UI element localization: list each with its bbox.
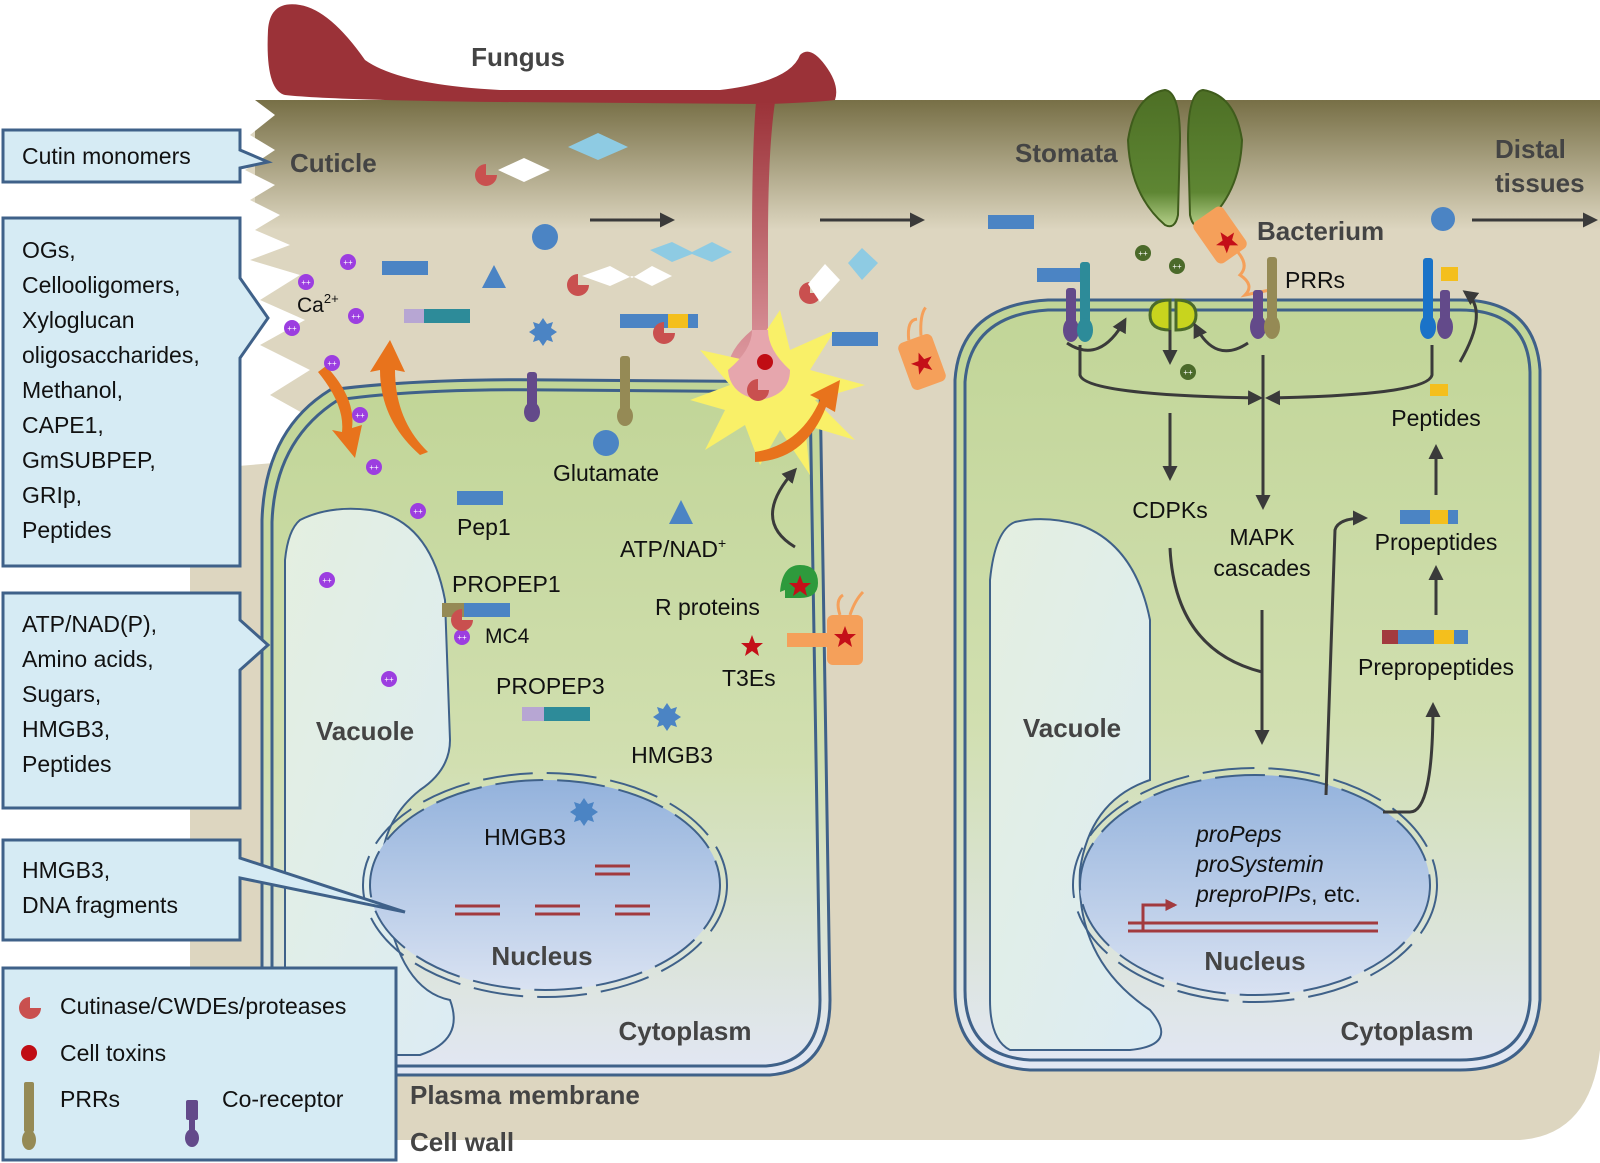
callout-line: DNA fragments <box>22 892 178 918</box>
callout-line: HMGB3, <box>22 857 110 883</box>
callout-line: OGs, <box>22 237 76 263</box>
r-proteins-label: R proteins <box>655 594 760 620</box>
bacterium-label: Bacterium <box>1257 216 1384 246</box>
right-nucleus <box>1080 775 1430 995</box>
callout-nuclear-damps: HMGB3, DNA fragments <box>1 838 406 942</box>
propeptides-label: Propeptides <box>1375 529 1498 555</box>
legend: Cutinase/CWDEs/proteases Cell toxins PRR… <box>1 966 398 1162</box>
prrs-label: PRRs <box>1285 267 1345 293</box>
right-cytoplasm-label: Cytoplasm <box>1341 1016 1474 1046</box>
cell-toxin <box>757 354 773 370</box>
callout-line: CAPE1, <box>22 412 104 438</box>
callout-line: HMGB3, <box>22 716 110 742</box>
prr-icon <box>22 1082 36 1150</box>
atp-nad-label: ATP/NAD+ <box>620 535 726 562</box>
dna-fragments <box>455 864 650 916</box>
calcium-label: Ca2+ <box>297 291 339 317</box>
co-receptor <box>527 372 537 412</box>
propep1-label: PROPEP1 <box>452 571 561 597</box>
callout-line: Amino acids, <box>22 646 154 672</box>
calcium-influx-arrows <box>318 340 428 458</box>
callout-cutin-line: Cutin monomers <box>22 143 191 169</box>
cuticle-label: Cuticle <box>290 148 377 178</box>
legend-cutinase-label: Cutinase/CWDEs/proteases <box>60 993 346 1019</box>
pep1-label: Pep1 <box>457 514 511 540</box>
membrane-rupture <box>690 310 865 475</box>
glutamate-label: Glutamate <box>553 460 659 486</box>
callout-line: Methanol, <box>22 377 123 403</box>
signaling-arrows <box>1066 290 1480 814</box>
hmgb3-cytoplasm-label: HMGB3 <box>631 742 713 768</box>
cdpks-label: CDPKs <box>1132 497 1207 523</box>
left-nucleus-label: Nucleus <box>491 941 592 971</box>
legend-co-receptor-label: Co-receptor <box>222 1086 344 1112</box>
callout-line: oligosaccharides, <box>22 342 200 368</box>
right-vacuole <box>989 518 1163 1051</box>
callout-line: GRIp, <box>22 482 82 508</box>
left-receptors <box>524 356 633 426</box>
mc4-label: MC4 <box>485 625 530 648</box>
callout-cell-wall-damps: OGs, Cellooligomers, Xyloglucan oligosac… <box>1 216 270 568</box>
cell-wall-label: Cell wall <box>410 1127 514 1157</box>
prepropeptides-label: Prepropeptides <box>1358 654 1514 680</box>
gene-prepropips: preproPIPs, etc. <box>1195 881 1361 907</box>
callout-line: Peptides <box>22 751 112 777</box>
bacteria: Bacterium <box>787 206 1384 665</box>
prr-receptor <box>620 356 630 412</box>
right-cell-contents: CDPKs MAPK cascades Peptides Propeptides… <box>1132 384 1514 680</box>
fungus: Fungus <box>267 4 837 400</box>
plasma-membrane-label: Plasma membrane <box>410 1080 640 1110</box>
gene-propeps: proPeps <box>1195 821 1282 847</box>
left-vacuole-label: Vacuole <box>316 716 414 746</box>
distal-tissues-label-2: tissues <box>1495 168 1585 198</box>
callout-line: Cellooligomers, <box>22 272 181 298</box>
callout-cytoplasmic-damps: ATP/NAD(P), Amino acids, Sugars, HMGB3, … <box>1 591 271 810</box>
damp-molecules <box>382 133 1455 346</box>
right-vacuole-label: Vacuole <box>1023 713 1121 743</box>
left-nucleus <box>370 780 720 990</box>
left-cell-contents: Glutamate Pep1 ATP/NAD+ PROPEP1 MC4 PROP… <box>442 430 818 850</box>
callout-line: GmSUBPEP, <box>22 447 156 473</box>
callout-line: Sugars, <box>22 681 101 707</box>
mapk-label-2: cascades <box>1213 555 1310 581</box>
right-cell: Vacuole Nucleus Cytoplasm proPeps proSys… <box>953 298 1542 1072</box>
fungus-label: Fungus <box>471 42 565 72</box>
callout-line: ATP/NAD(P), <box>22 611 157 637</box>
callout-line: Peptides <box>22 517 112 543</box>
stomata-label: Stomata <box>1015 138 1118 168</box>
gene-transcription: proPeps proSystemin preproPIPs, etc. <box>1128 821 1378 933</box>
legend-cell-toxins-label: Cell toxins <box>60 1040 166 1066</box>
propep3-label: PROPEP3 <box>496 673 605 699</box>
legend-prrs-label: PRRs <box>60 1086 120 1112</box>
calcium-channel <box>1148 298 1198 332</box>
right-nucleus-label: Nucleus <box>1204 946 1305 976</box>
cell-toxin-icon <box>21 1045 37 1061</box>
distal-tissues-label-1: Distal <box>1495 134 1566 164</box>
co-receptor-icon <box>185 1100 199 1147</box>
t3e-effector <box>741 635 763 656</box>
gene-prosystemin: proSystemin <box>1195 851 1324 877</box>
right-receptors: PRRs <box>1037 245 1458 380</box>
t3es-label: T3Es <box>722 665 776 691</box>
mapk-label-1: MAPK <box>1229 524 1295 550</box>
hmgb3-nucleus-label: HMGB3 <box>484 824 566 850</box>
peptides-label: Peptides <box>1391 405 1481 431</box>
callout-cutin-monomers: Cutin monomers <box>1 128 273 184</box>
callout-line: Xyloglucan <box>22 307 135 333</box>
left-cytoplasm-label: Cytoplasm <box>619 1016 752 1046</box>
